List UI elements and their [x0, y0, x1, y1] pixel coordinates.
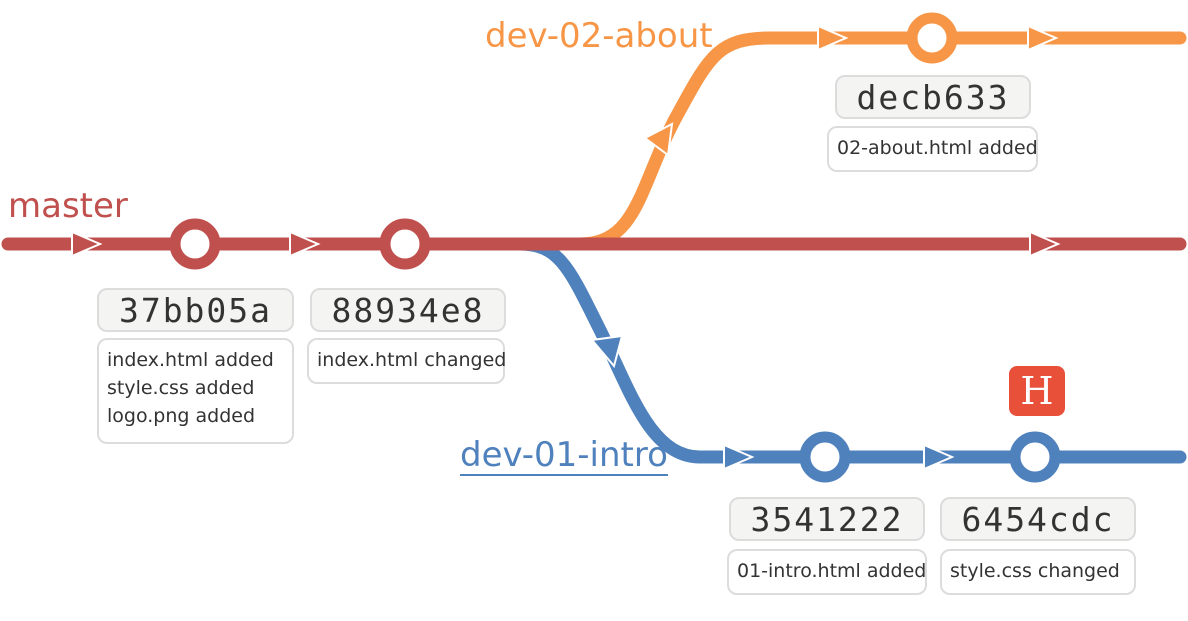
commit-message: logo.png added [107, 405, 256, 427]
commit-hash: 3541222 [729, 497, 925, 541]
arrow-icon [723, 443, 755, 471]
commit-message: 01-intro.html added [737, 560, 927, 582]
arrow-icon [289, 230, 321, 258]
commit-message-box: 02-about.html added [827, 126, 1038, 172]
commit-message: style.css changed [950, 560, 1120, 582]
commit-node-88934e8[interactable] [379, 218, 431, 270]
head-badge: H [1009, 366, 1065, 416]
commit-message-box: style.css changed [940, 549, 1136, 595]
branch-label-master: master [8, 186, 128, 226]
commit-node-decb633[interactable] [906, 12, 958, 64]
arrow-icon [923, 443, 955, 471]
commit-node-6454cdc[interactable] [1009, 431, 1061, 483]
commit-message: index.html added [107, 349, 274, 371]
arrow-icon [817, 24, 849, 52]
commit-message: 02-about.html added [837, 137, 1038, 159]
arrow-icon [590, 334, 624, 369]
arrow-icon [1029, 230, 1061, 258]
arrow-icon [71, 230, 103, 258]
commit-message: index.html changed [317, 349, 507, 371]
commit-hash: 6454cdc [940, 497, 1136, 541]
arrow-icon [643, 122, 674, 157]
commit-hash: 37bb05a [97, 288, 294, 332]
arrow-icon [1027, 24, 1059, 52]
commit-message: style.css added [107, 377, 255, 399]
commit-node-37bb05a[interactable] [169, 218, 221, 270]
commit-hash: decb633 [835, 75, 1031, 119]
branch-line-dev-02-about [573, 31, 1187, 251]
commit-node-3541222[interactable] [799, 431, 851, 483]
commit-message-box: index.html added style.css added logo.pn… [97, 338, 294, 444]
commit-message-box: 01-intro.html added [727, 549, 927, 595]
commit-hash: 88934e8 [310, 288, 506, 332]
branch-label-dev-01-intro: dev-01-intro [460, 435, 668, 476]
commit-message-box: index.html changed [307, 338, 507, 384]
branch-label-dev-02-about: dev-02-about [485, 16, 713, 56]
branch-line-dev-01-intro [513, 237, 1187, 464]
